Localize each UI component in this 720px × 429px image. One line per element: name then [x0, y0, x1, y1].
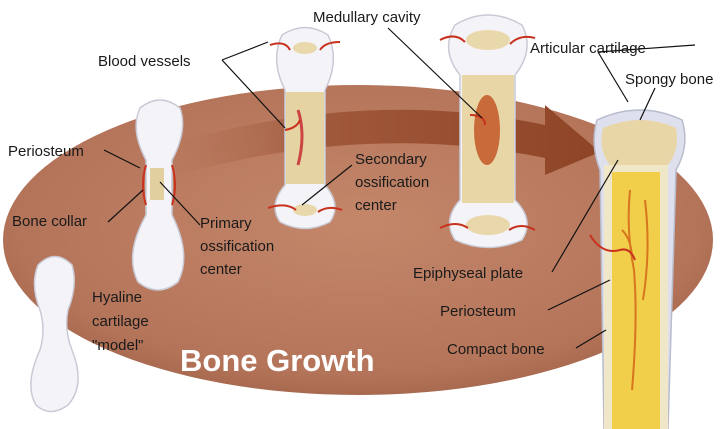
label-periosteum-left: Periosteum [8, 143, 84, 160]
bone-collar-stage [131, 99, 185, 291]
label-secondary-ossification: Secondary ossification center [355, 151, 433, 214]
label-epiphyseal-plate: Epiphyseal plate [413, 265, 523, 282]
secondary-ossification-stage [267, 26, 343, 230]
label-periosteum-right: Periosteum [440, 303, 516, 320]
label-spongy-bone: Spongy bone [625, 71, 713, 88]
label-bone-collar: Bone collar [12, 213, 87, 230]
label-primary-ossification: Primary ossification center [200, 215, 278, 278]
medullary-cavity-stage [439, 14, 536, 249]
leader-lines [103, 27, 696, 349]
diagram-title: Bone Growth [180, 343, 375, 378]
label-compact-bone: Compact bone [447, 341, 545, 358]
hyaline-cartilage-model [30, 255, 79, 413]
label-medullary-cavity: Medullary cavity [313, 9, 421, 26]
label-articular-cartilage: Articular cartilage [530, 40, 646, 57]
label-hyaline-cartilage: Hyaline cartilage "model" [92, 289, 153, 354]
mature-bone-section [589, 109, 686, 429]
label-blood-vessels: Blood vessels [98, 53, 191, 70]
